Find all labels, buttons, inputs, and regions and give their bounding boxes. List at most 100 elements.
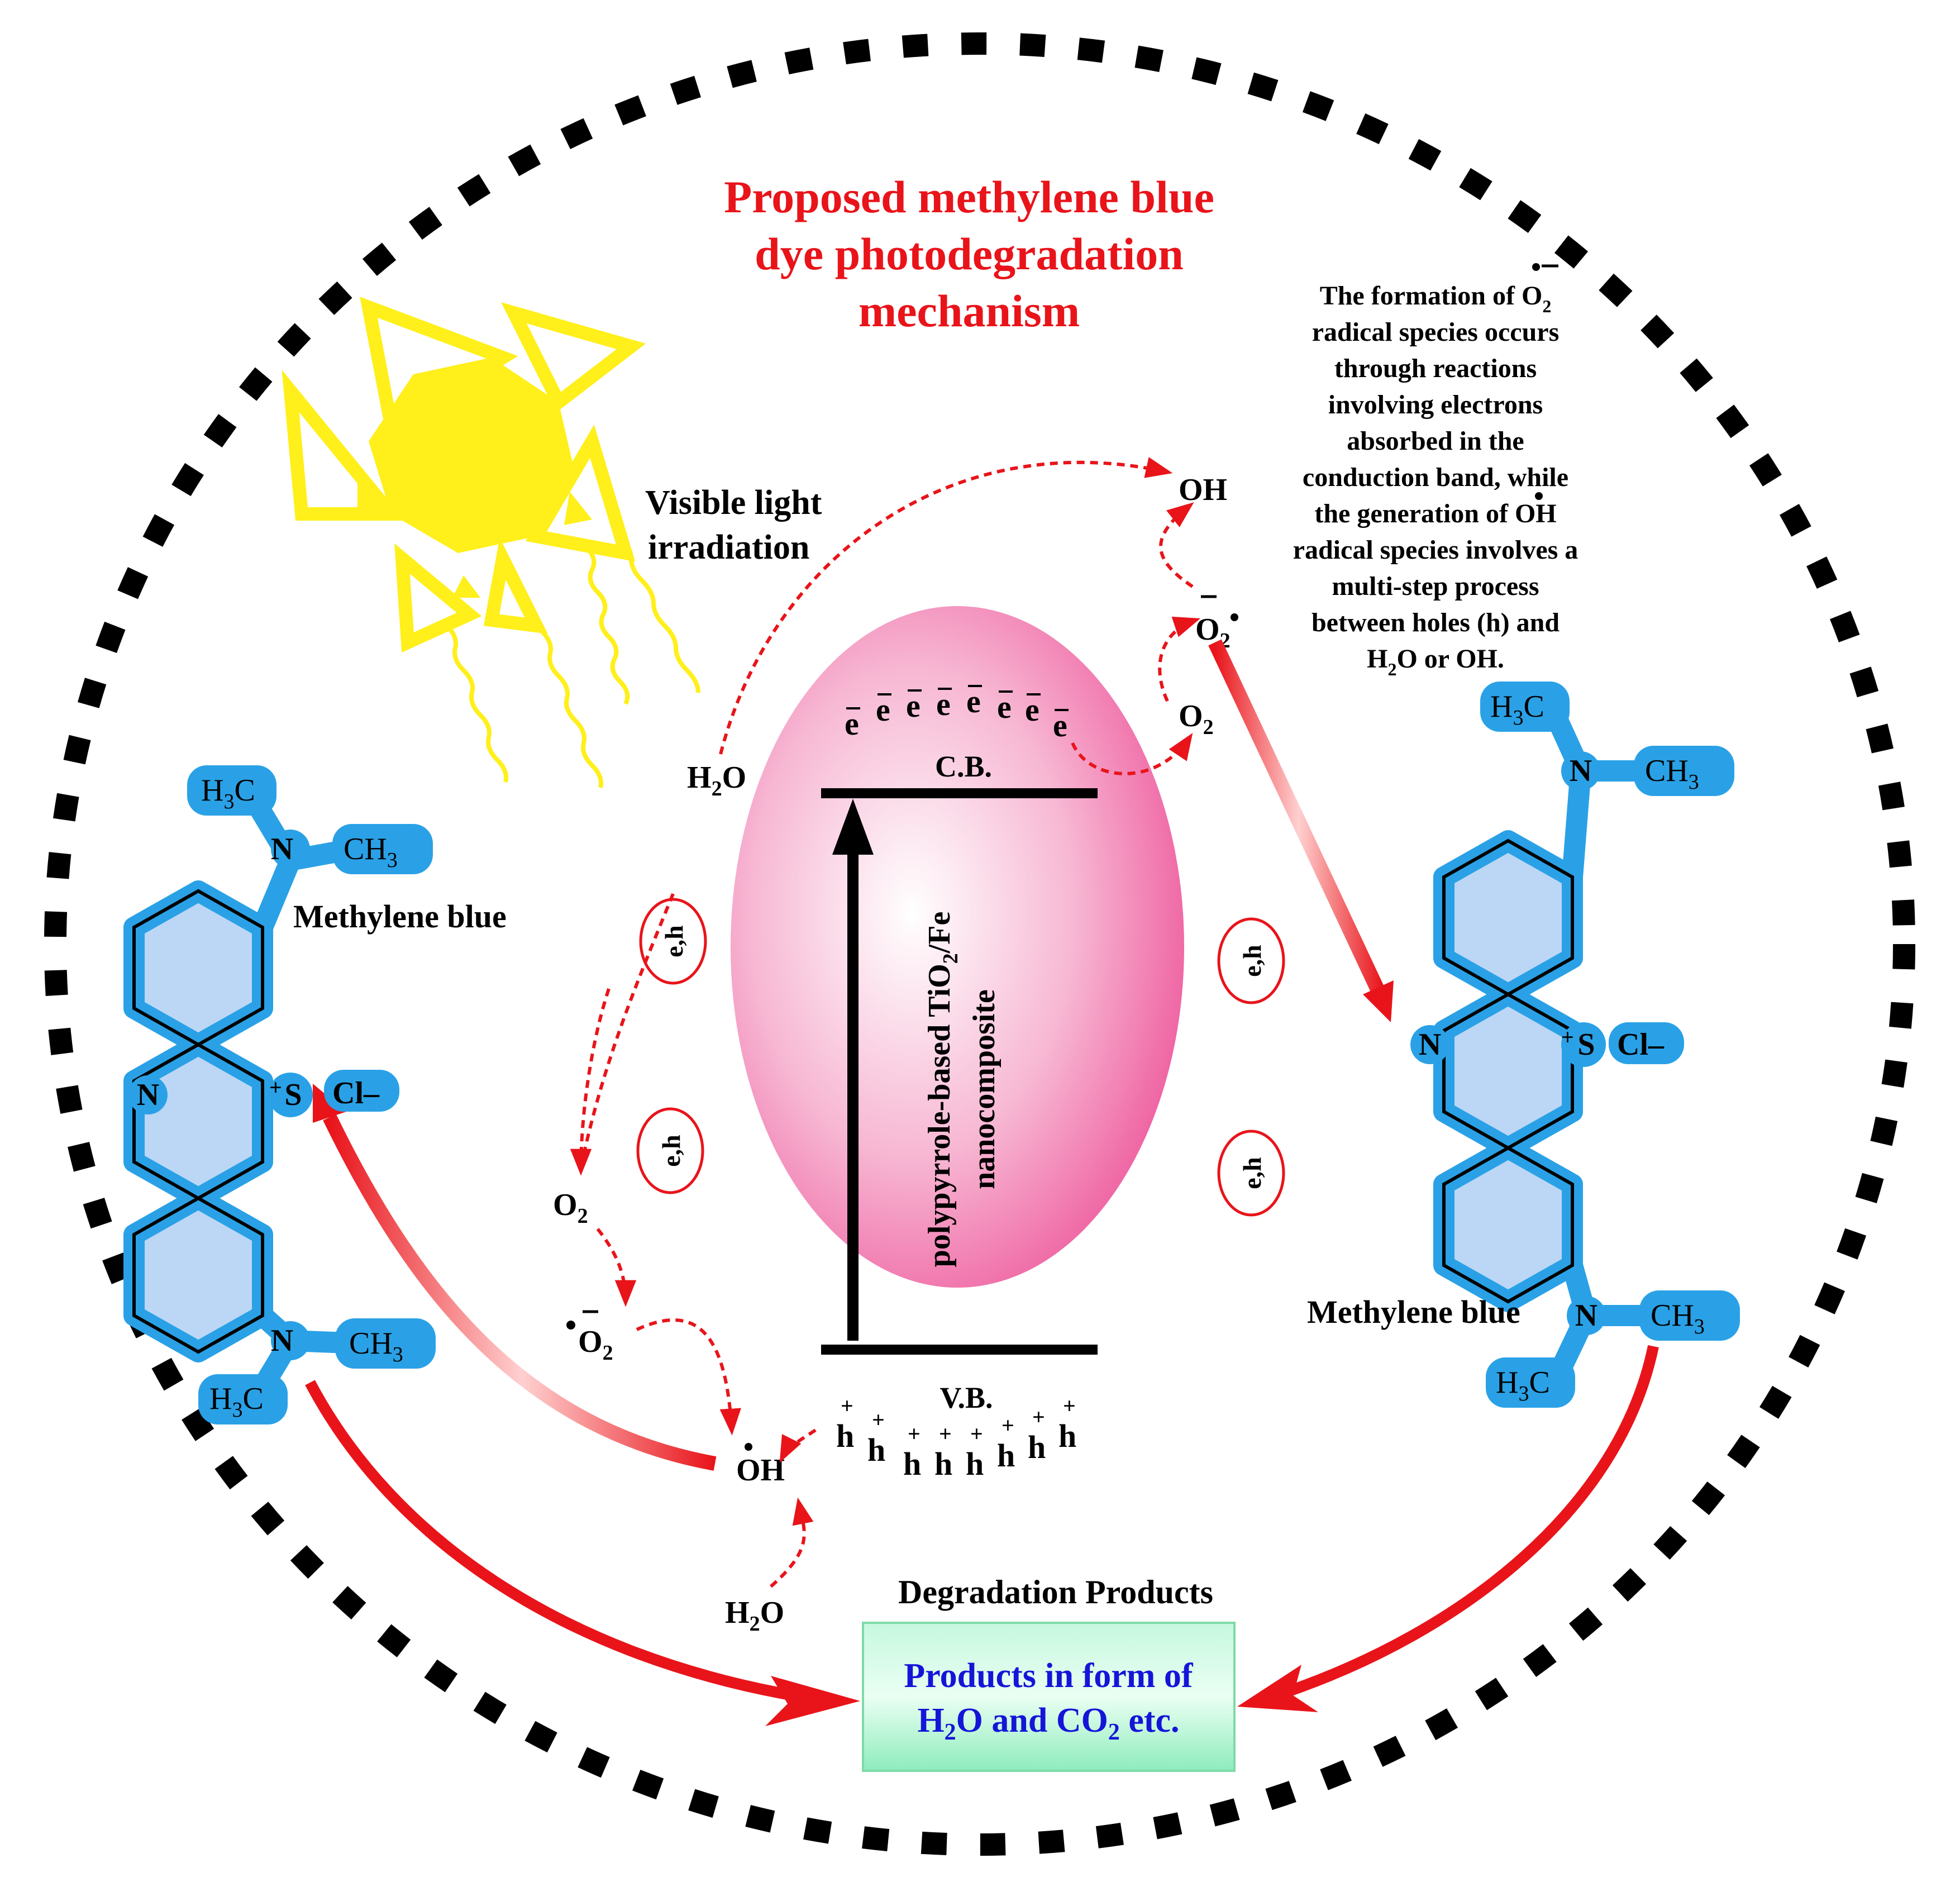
pair-label: e,h [657, 1135, 685, 1167]
arrowhead-right [1237, 1665, 1318, 1712]
desc-line-9: multi-step process [1332, 571, 1539, 601]
o2-left: O2 [553, 1188, 588, 1228]
electron-hole-pair-group [636, 898, 1285, 1217]
chloride-label: Cl– [332, 1076, 380, 1111]
nitrogen-label: N [1570, 754, 1592, 788]
visible-light-label-2: irradiation [648, 528, 809, 566]
svg-text:+: + [841, 1393, 853, 1418]
cb-label: C.B. [935, 750, 992, 783]
methyl-label: CH3 [1645, 754, 1699, 794]
electron: e [936, 686, 951, 722]
outer-dashed-boundary [44, 32, 1915, 1856]
hole: h [867, 1432, 885, 1468]
hole: h [997, 1437, 1015, 1474]
electron: e [1053, 707, 1067, 744]
methylene-blue-right: N N N S + Cl– H3C CH3 CH3 H3C Methylene … [1307, 682, 1740, 1408]
electron-hole-pair [636, 1107, 704, 1194]
methyl-label: CH3 [1651, 1298, 1705, 1338]
svg-text:+: + [908, 1421, 921, 1446]
electron-hole-pair [1217, 1130, 1285, 1217]
desc-line-7: the generation of OH [1314, 499, 1556, 528]
svg-text:+: + [1063, 1393, 1076, 1418]
desc-line-10: between holes (h) and [1312, 608, 1560, 637]
o2-top: O2 [1179, 699, 1214, 739]
nitrogen-label: N [1575, 1298, 1597, 1333]
methyl-label: H3C [1490, 689, 1544, 730]
desc-line-3: through reactions [1334, 354, 1537, 383]
molecule-name-right: Methylene blue [1307, 1294, 1520, 1330]
title-line-2: dye photodegradation [755, 228, 1184, 279]
pair-label: e,h [1238, 1157, 1266, 1189]
products-line-1: Products in form of [904, 1657, 1194, 1695]
degradation-heading: Degradation Products [898, 1574, 1213, 1611]
electron: e [966, 683, 981, 720]
sun-icon [282, 297, 700, 788]
chloride-label: Cl– [1617, 1027, 1665, 1062]
hole: h [836, 1418, 854, 1454]
desc-line-11: H2O or OH. [1367, 644, 1504, 679]
electron: e [906, 688, 921, 724]
svg-text:+: + [872, 1407, 885, 1432]
charge-plus: + [1561, 1025, 1574, 1050]
svg-text:+: + [1032, 1404, 1045, 1430]
svg-text:+: + [970, 1421, 983, 1446]
transfer-arrows [313, 639, 1394, 1471]
desc-line-4: involving electrons [1328, 390, 1543, 420]
hole: h [934, 1446, 952, 1482]
pair-label: e,h [660, 925, 688, 957]
catalyst-label-line-1: polypyrrole-based TiO2/Fe [922, 912, 962, 1268]
hole: h [903, 1446, 921, 1482]
hole: h [1028, 1429, 1046, 1465]
charge-plus: + [269, 1075, 282, 1100]
vb-label: V.B. [940, 1381, 993, 1414]
title-line-1: Proposed methylene blue [724, 171, 1214, 222]
electron: e [997, 689, 1012, 725]
h2o-top: H2O [687, 760, 746, 801]
excitation-arrowhead [832, 799, 874, 855]
title-line-3: mechanism [859, 285, 1080, 336]
electron: e [876, 692, 890, 728]
methylene-blue-left: N N N S + Cl– H3C CH3 CH3 H3C Methylene … [123, 765, 507, 1424]
hole-group: h h h h h h h h + + + + + + + + [836, 1393, 1076, 1482]
catalyst-label: polypyrrole-based TiO2/Fe nanocomposite [922, 912, 1002, 1268]
degradation-arrows [305, 1345, 1659, 1701]
desc-line-8: radical species involves a [1293, 535, 1579, 565]
nitrogen-label: N [137, 1078, 159, 1112]
methyl-label: H3C [209, 1381, 264, 1422]
nitrogen-label: N [271, 832, 293, 866]
catalyst-particle [731, 606, 1184, 1288]
electron-hole-pair [1217, 917, 1285, 1004]
desc-line-1: The formation of O2 [1320, 281, 1552, 316]
reaction-pathways [570, 457, 1201, 1588]
oh-radical-bottom: OH [736, 1453, 785, 1488]
electron-hole-pair [639, 898, 707, 985]
products-box [862, 1622, 1236, 1772]
products-line-2: H2O and CO2 etc. [917, 1702, 1179, 1745]
nitrogen-label: N [271, 1323, 293, 1358]
methyl-label: H3C [201, 773, 255, 813]
superoxide-left: O2 [578, 1324, 613, 1365]
diagram-title: Proposed methylene blue dye photodegrada… [724, 171, 1214, 336]
hole: h [1058, 1418, 1076, 1454]
pair-label: e,h [1238, 945, 1266, 977]
electron-group: e e e e e e e e [845, 683, 1069, 744]
desc-line-6: conduction band, while [1303, 463, 1568, 492]
arrowhead-left [765, 1676, 860, 1726]
nitrogen-label: N [1419, 1027, 1441, 1062]
sulfur-label: S [1577, 1027, 1595, 1062]
catalyst-label-line-2: nanocomposite [967, 989, 1002, 1189]
sulfur-label: S [284, 1078, 302, 1112]
mechanism-description: The formation of O2 radical species occu… [1293, 263, 1579, 679]
methyl-label: CH3 [344, 832, 398, 872]
molecule-name-left: Methylene blue [293, 898, 507, 935]
hole: h [966, 1446, 984, 1482]
svg-text:+: + [1002, 1413, 1014, 1438]
methyl-label: H3C [1496, 1365, 1550, 1405]
electron: e [845, 706, 859, 742]
h2o-bottom: H2O [725, 1595, 784, 1636]
oh-radical-top: OH [1179, 473, 1227, 507]
desc-line-2: radical species occurs [1312, 317, 1560, 347]
electron: e [1025, 692, 1039, 728]
svg-text:+: + [939, 1421, 952, 1446]
visible-light-label-1: Visible light [645, 484, 822, 522]
